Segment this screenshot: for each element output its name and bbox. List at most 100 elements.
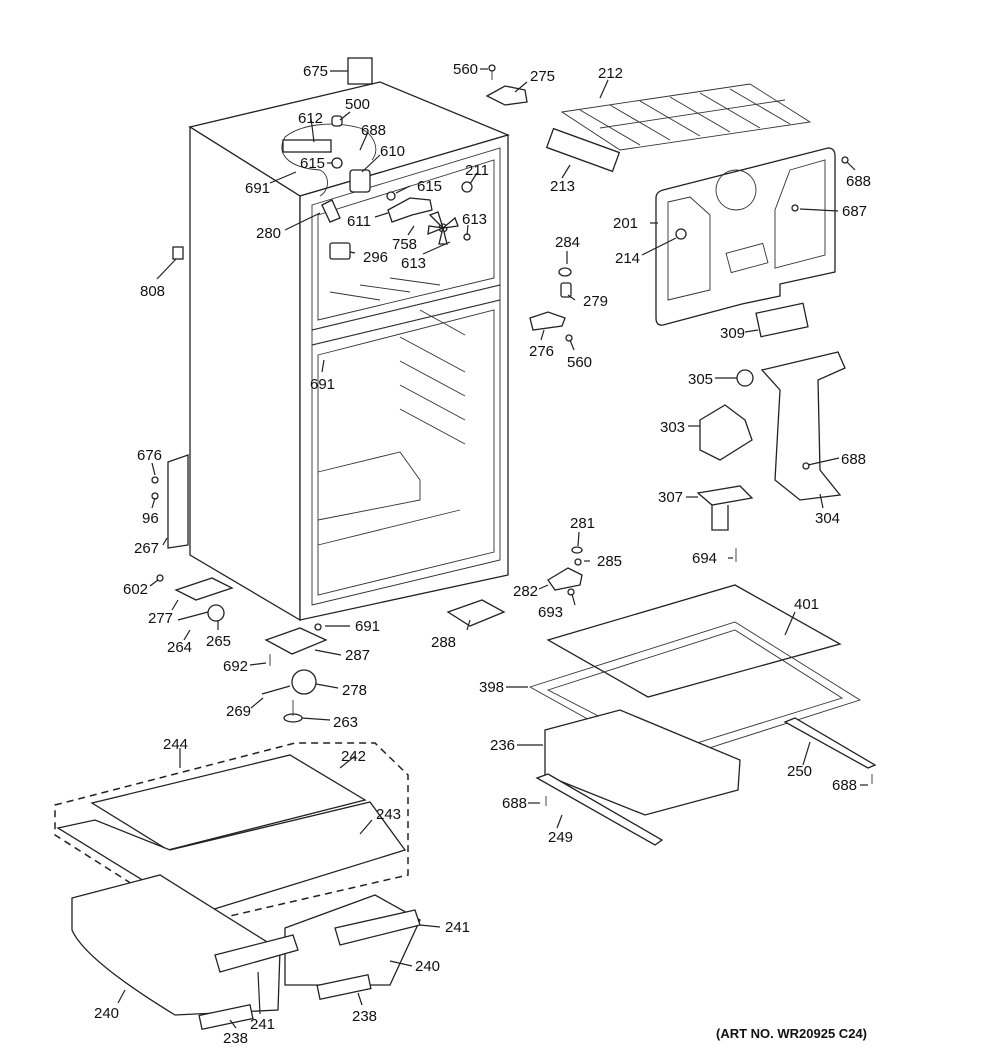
part-267-bracket [167, 454, 189, 549]
callout-691: 691 [310, 376, 335, 393]
callout-267: 267 [134, 540, 159, 557]
part-305 [736, 369, 754, 387]
callout-201: 201 [613, 215, 638, 232]
part-309 [755, 302, 809, 338]
callout-243: 243 [376, 806, 401, 823]
part-304-duct [760, 351, 846, 501]
part-287 [264, 627, 328, 655]
callout-241: 241 [445, 919, 470, 936]
callout-285: 285 [597, 553, 622, 570]
callout-808: 808 [140, 283, 165, 300]
callout-265: 265 [206, 633, 231, 650]
callout-280: 280 [256, 225, 281, 242]
callout-264: 264 [167, 639, 192, 656]
callout-269: 269 [226, 703, 251, 720]
callout-249: 249 [548, 829, 573, 846]
callout-691: 691 [355, 618, 380, 635]
callout-296: 296 [363, 249, 388, 266]
callout-309: 309 [720, 325, 745, 342]
callout-labels: 675 560 275 212 500 612 688 610 615 691 … [94, 61, 871, 1047]
callout-602: 602 [123, 581, 148, 598]
callout-212: 212 [598, 65, 623, 82]
callout-211: 211 [465, 162, 489, 179]
part-282 [547, 567, 583, 591]
callout-288: 288 [431, 634, 456, 651]
part-250-rail [783, 717, 877, 769]
callout-238: 238 [352, 1008, 377, 1025]
callout-615: 615 [300, 155, 325, 172]
part-244-group-outline [54, 742, 409, 925]
part-213-ice-tray [545, 127, 621, 173]
part-277 [174, 577, 234, 601]
part-240-left-drawer [71, 874, 281, 1016]
callout-281: 281 [570, 515, 595, 532]
part-401-glass [546, 584, 842, 698]
callout-500: 500 [345, 96, 370, 113]
callout-688: 688 [841, 451, 866, 468]
callout-612: 612 [298, 110, 323, 127]
callout-398: 398 [479, 679, 504, 696]
callout-244: 244 [163, 736, 188, 753]
part-280 [321, 199, 341, 223]
callout-240: 240 [415, 958, 440, 975]
part-211 [461, 181, 473, 193]
part-303 [699, 404, 753, 461]
callout-250: 250 [787, 763, 812, 780]
part-275-hinge [485, 85, 528, 106]
callout-691: 691 [245, 180, 270, 197]
part-307 [696, 485, 754, 531]
callout-688: 688 [361, 122, 386, 139]
part-610 [349, 169, 371, 193]
part-238-left [198, 1003, 254, 1031]
callout-611: 611 [347, 213, 371, 230]
callout-560: 560 [453, 61, 478, 78]
part-615a [331, 157, 343, 169]
art-number: (ART NO. WR20925 C24) [716, 1026, 867, 1041]
callout-279: 279 [583, 293, 608, 310]
callout-675: 675 [303, 63, 328, 80]
part-278-roller [291, 669, 317, 695]
callout-615: 615 [417, 178, 442, 195]
callout-213: 213 [550, 178, 575, 195]
part-201-evaporator-cover [655, 147, 836, 326]
callout-676: 676 [137, 447, 162, 464]
callout-275: 275 [530, 68, 555, 85]
part-238-right [316, 973, 372, 1001]
callout-304: 304 [815, 510, 840, 527]
callout-692: 692 [223, 658, 248, 675]
callout-277: 277 [148, 610, 173, 627]
part-288 [446, 599, 506, 627]
callout-303: 303 [660, 419, 685, 436]
callout-284: 284 [555, 234, 580, 251]
callout-263: 263 [333, 714, 358, 731]
part-500 [331, 115, 343, 127]
callout-688: 688 [846, 173, 871, 190]
callout-236: 236 [490, 737, 515, 754]
callout-401: 401 [794, 596, 819, 613]
callout-307: 307 [658, 489, 683, 506]
part-675 [347, 57, 373, 85]
callout-242: 242 [341, 748, 366, 765]
part-249-rail [535, 773, 664, 846]
callout-282: 282 [513, 583, 538, 600]
part-265 [207, 604, 225, 622]
callout-214: 214 [615, 250, 640, 267]
callout-287: 287 [345, 647, 370, 664]
part-611 [387, 197, 433, 223]
callout-305: 305 [688, 371, 713, 388]
callout-610: 610 [380, 143, 405, 160]
part-212-wire-shelf [560, 83, 812, 151]
callout-278: 278 [342, 682, 367, 699]
part-296 [329, 242, 351, 260]
callout-693: 693 [538, 604, 563, 621]
part-276 [529, 311, 566, 331]
callout-613: 613 [462, 211, 487, 228]
cabinet-assembly [188, 81, 510, 622]
callout-241: 241 [250, 1016, 275, 1033]
part-613-fan [427, 211, 459, 245]
callout-687: 687 [842, 203, 867, 220]
callout-758: 758 [392, 236, 417, 253]
callout-96: 96 [142, 510, 159, 527]
callout-688: 688 [502, 795, 527, 812]
